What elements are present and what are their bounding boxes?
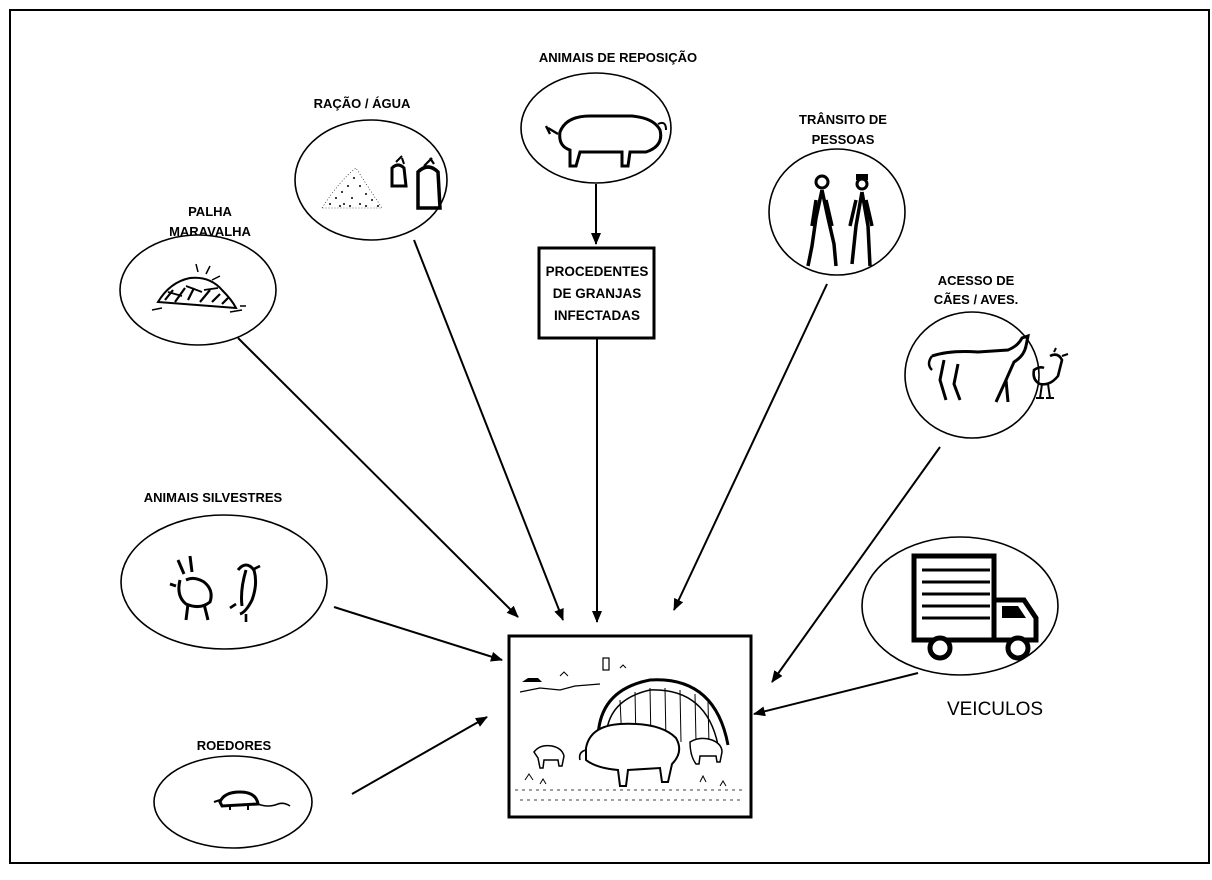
feed-sack-icon [321, 155, 442, 210]
pig-icon [544, 114, 667, 168]
label-transito-line2: PESSOAS [812, 132, 875, 147]
arrow-veiculos-to-farm [753, 672, 919, 717]
wild-animals-icon [169, 555, 261, 622]
arrow-racao-to-farm [413, 239, 564, 621]
dog-and-chicken-icon [927, 333, 1069, 403]
label-acesso-line1: ACESSO DE [938, 273, 1015, 288]
arrow-roedores-to-farm [351, 716, 488, 795]
label-veiculos: VEICULOS [947, 699, 1043, 720]
ellipse-silvestres [120, 514, 328, 650]
label-roedores: ROEDORES [197, 738, 272, 753]
people-icon [806, 174, 874, 267]
ellipse-transito [768, 148, 906, 276]
rodent-icon [213, 790, 291, 810]
ellipse-acesso [904, 311, 1040, 439]
box-line1: PROCEDENTES [546, 264, 649, 279]
arrow-palha-to-farm [237, 337, 519, 618]
label-animais-reposicao: ANIMAIS DE REPOSIÇÃO [539, 50, 697, 65]
label-palha-line1: PALHA [188, 204, 232, 219]
straw-pile-icon [151, 263, 246, 313]
box-granjas-infectadas [537, 246, 656, 340]
arrow-transito-to-farm [673, 283, 828, 611]
arrow-acesso-to-farm [771, 446, 941, 683]
ellipse-racao [294, 119, 448, 241]
label-animais-silvestres: ANIMAIS SILVESTRES [144, 490, 283, 505]
box-line3: INFECTADAS [554, 308, 640, 323]
ellipse-roedores [153, 755, 313, 849]
pig-farm-icon [507, 634, 753, 819]
label-transito-line1: TRÂNSITO DE [799, 112, 887, 127]
box-line2: DE GRANJAS [553, 286, 642, 301]
outer-border [9, 9, 1210, 864]
arrow-silvestres-to-farm [333, 606, 503, 662]
truck-icon [911, 553, 1039, 661]
label-acesso-line2: CÃES / AVES. [934, 292, 1019, 307]
label-racao: RAÇÃO / ÁGUA [314, 96, 411, 111]
ellipse-animais-reposicao [520, 72, 672, 184]
